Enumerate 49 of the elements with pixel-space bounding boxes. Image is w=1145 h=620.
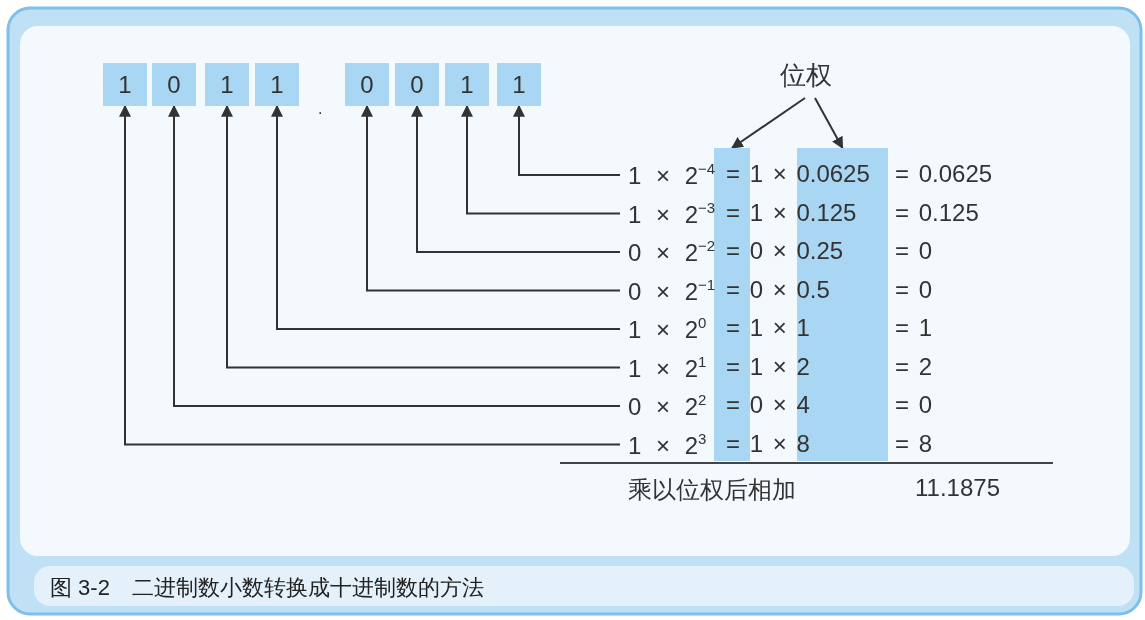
result-value: = 0: [895, 237, 933, 265]
power-term: 1 × 2$^{0}$: [628, 314, 707, 344]
product-term: = 0 × 0.25: [726, 237, 844, 265]
power-term: 0 × 2$^{−2}$: [628, 237, 716, 267]
weight-label: 位权: [780, 58, 840, 94]
product-term: = 1 × 2: [726, 352, 810, 381]
power-term: 1 × 2$^{−4}$: [628, 160, 716, 190]
product-term: = 0 × 4: [726, 391, 810, 419]
product-term: = 0 × 0.5: [726, 275, 830, 304]
digit-box: 1: [497, 63, 541, 106]
power-term: 0 × 2$^{2}$: [628, 391, 707, 421]
result-value: = 0: [895, 391, 933, 419]
connector-arrow: [119, 104, 621, 446]
power-term: 1 × 2$^{−3}$: [628, 198, 716, 229]
connector-arrow: [461, 104, 621, 215]
digit-box: 1: [103, 63, 147, 106]
digit-box: 1: [255, 63, 299, 106]
digit-box: 0: [152, 63, 196, 106]
result-value: = 2: [895, 352, 933, 381]
connector-arrow: [271, 104, 621, 330]
arrow: [814, 97, 844, 150]
result-value: = 1: [895, 314, 933, 342]
power-term: 1 × 2$^{1}$: [628, 352, 707, 383]
power-term: 0 × 2$^{−1}$: [628, 275, 716, 306]
connector-arrow: [221, 104, 621, 369]
connector-arrow: [168, 104, 621, 407]
connector-arrow: [411, 104, 621, 253]
connector-arrow: [361, 104, 621, 292]
power-term: 1 × 2$^{3}$: [628, 429, 707, 460]
highlight-band: [714, 148, 750, 461]
connector-arrow: [513, 104, 621, 176]
figure-caption: 图 3-2 二进制数小数转换成十进制数的方法: [50, 574, 484, 602]
sum-value: 11.1875: [915, 474, 1000, 502]
digit-box: 1: [205, 63, 249, 106]
highlight-band: [797, 148, 888, 461]
arrow: [731, 97, 806, 149]
digit-box: 0: [345, 63, 389, 106]
product-term: = 1 × 8: [726, 429, 810, 458]
product-term: = 1 × 0.125: [726, 198, 857, 227]
product-term: = 1 × 0.0625: [726, 160, 870, 188]
result-value: = 0: [895, 275, 933, 304]
result-value: = 0.125: [895, 198, 979, 227]
result-value: = 0.0625: [895, 160, 993, 188]
result-value: = 8: [895, 429, 933, 458]
digit-box: 1: [445, 63, 489, 106]
sum-label: 乘以位权后相加: [628, 475, 796, 505]
digit-box: 0: [395, 63, 439, 106]
decimal-point: .: [318, 100, 323, 118]
product-term: = 1 × 1: [726, 314, 810, 342]
